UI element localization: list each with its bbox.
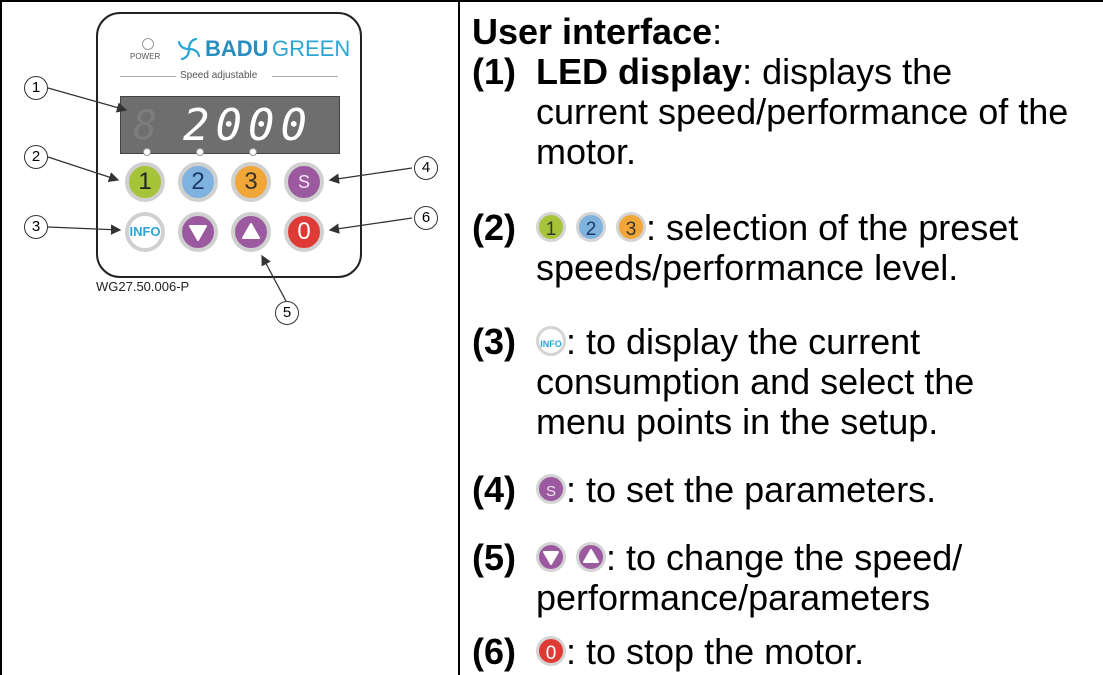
item-line1: : to set the parameters. xyxy=(566,469,937,510)
item-line1: : to display the current xyxy=(566,321,921,362)
item-line1: : selection of the preset xyxy=(646,207,1019,248)
led-digits: 2000 xyxy=(183,100,313,151)
preset3-indicator xyxy=(249,148,257,156)
speed-adjustable-label: Speed adjustable xyxy=(180,70,258,81)
item-number: (1) xyxy=(472,51,516,92)
heading-text: User interface xyxy=(472,11,713,52)
preset2-indicator xyxy=(196,148,204,156)
callout-1: 1 xyxy=(24,76,48,100)
item-line1: : to change the speed/ xyxy=(606,537,963,578)
callout-4: 4 xyxy=(414,156,438,180)
power-label: POWER xyxy=(130,52,161,61)
callout-5: 5 xyxy=(275,301,299,325)
brand-green: GREEN xyxy=(272,36,351,61)
part-number: WG27.50.006-P xyxy=(96,279,190,294)
triangle-up-icon xyxy=(576,542,607,573)
info-icon: INFO xyxy=(536,326,566,357)
divider-right xyxy=(272,76,338,77)
info-button[interactable]: INFO xyxy=(125,212,165,252)
led-off-digit: 8 xyxy=(133,103,158,149)
settings-s-icon: S xyxy=(536,474,566,505)
item-line3: motor. xyxy=(536,131,637,172)
stop-0-button[interactable]: 0 xyxy=(284,212,324,252)
callout-6: 6 xyxy=(414,206,438,230)
item-number: (2) xyxy=(472,207,516,248)
callout-3: 3 xyxy=(24,215,48,239)
preset1-indicator xyxy=(143,148,151,156)
fan-logo-icon xyxy=(177,37,201,61)
table-left-border xyxy=(0,0,2,675)
triangle-down-icon xyxy=(189,225,207,241)
led-display: 8 2000 xyxy=(120,96,340,154)
settings-s-button[interactable]: S xyxy=(284,162,324,202)
power-led-icon xyxy=(142,38,154,50)
item-number: (6) xyxy=(472,631,516,672)
item-line2: speeds/performance level. xyxy=(536,247,959,288)
preset-2-icon: 2 xyxy=(576,212,607,243)
item-line2: performance/parameters xyxy=(536,577,931,618)
preset-1-button[interactable]: 1 xyxy=(125,162,165,202)
preset-3-button[interactable]: 3 xyxy=(231,162,271,202)
item-line1: : displays the xyxy=(742,51,953,92)
item-number: (3) xyxy=(472,321,516,362)
callout-arrows xyxy=(47,87,413,302)
preset-1-icon: 1 xyxy=(536,212,566,243)
item-line2: consumption and select the xyxy=(536,361,975,402)
column-divider xyxy=(458,0,460,675)
item-title: LED display xyxy=(536,51,743,92)
table-top-border xyxy=(0,0,1103,2)
legend-heading: User interface: xyxy=(472,12,722,52)
item-number: (4) xyxy=(472,469,516,510)
preset-3-icon: 3 xyxy=(616,212,647,243)
item-number: (5) xyxy=(472,537,516,578)
control-panel: POWER BADU GREEN Speed adjustable 8 2000… xyxy=(96,12,362,278)
item-line3: menu points in the setup. xyxy=(536,401,939,442)
callout-2: 2 xyxy=(24,145,48,169)
triangle-down-icon xyxy=(536,542,566,573)
preset-2-button[interactable]: 2 xyxy=(178,162,218,202)
item-line2: current speed/performance of the xyxy=(536,91,1069,132)
triangle-up-icon xyxy=(242,223,260,239)
divider-left xyxy=(120,76,176,77)
stop-0-icon: 0 xyxy=(536,636,566,667)
item-line1: : to stop the motor. xyxy=(566,631,865,672)
up-button[interactable] xyxy=(231,212,271,252)
brand-badu: BADU xyxy=(205,36,269,61)
heading-colon: : xyxy=(712,11,723,52)
down-button[interactable] xyxy=(178,212,218,252)
